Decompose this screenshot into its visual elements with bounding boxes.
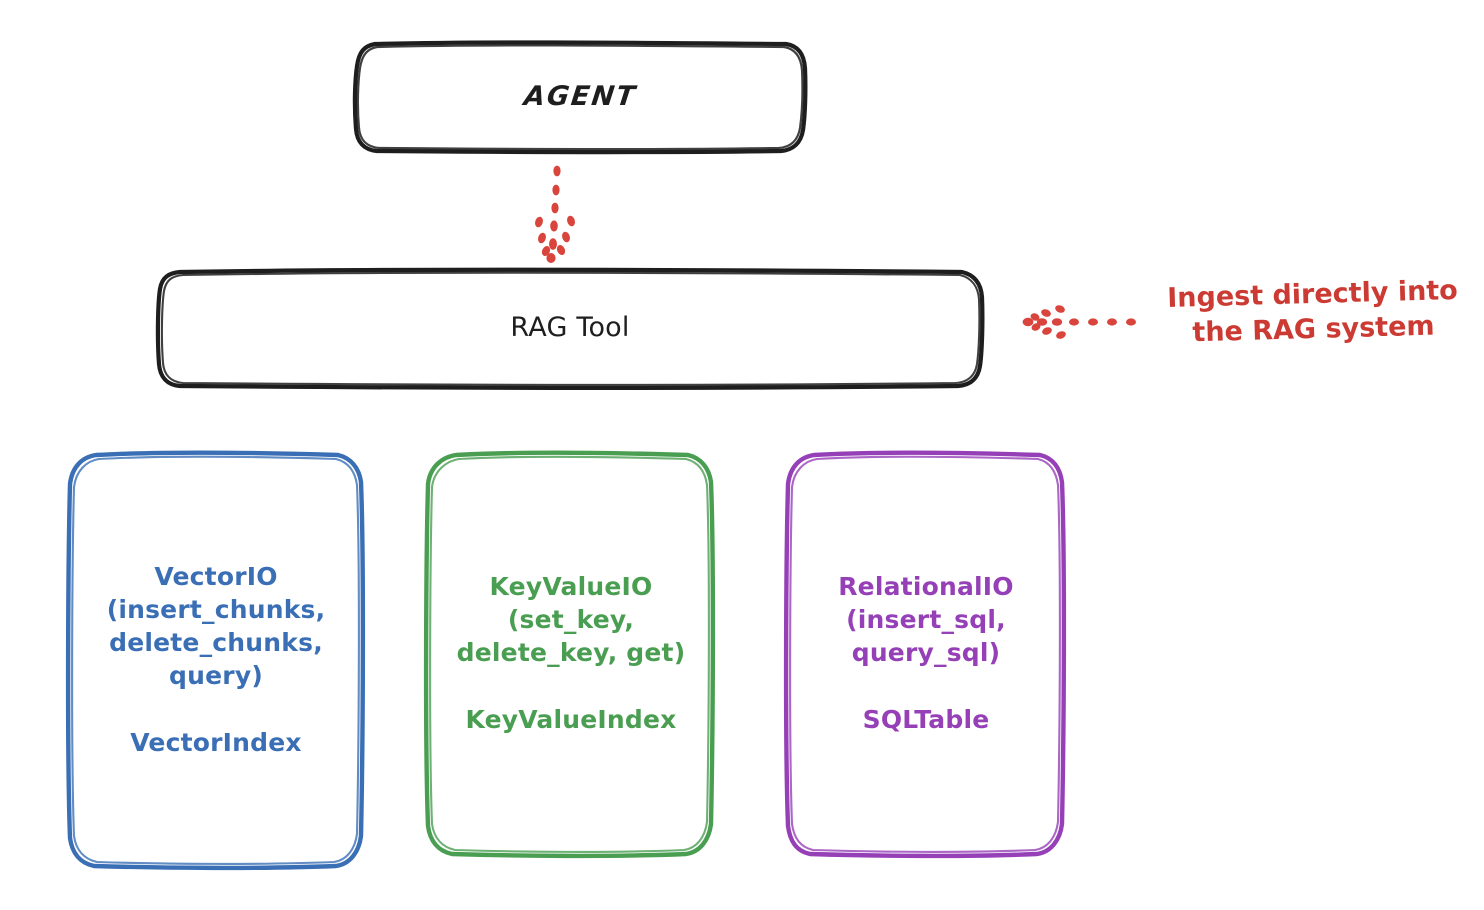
relational-io-node[interactable]: RelationalIO (insert_sql, query_sql) SQL… — [790, 450, 1062, 855]
agent-label: AGENT — [521, 80, 639, 112]
key-value-io-api-label: KeyValueIO (set_key, delete_key, get) — [456, 571, 686, 667]
ingest-annotation-text: Ingest directly into the RAG system — [1166, 274, 1459, 348]
annotation-to-rag-tool-arrow — [1022, 305, 1136, 339]
relational-io-api-label: RelationalIO (insert_sql, query_sql) — [838, 571, 1014, 667]
sql-table-label: SQLTable — [862, 704, 990, 734]
vector-io-node[interactable]: VectorIO (insert_chunks, delete_chunks, … — [70, 450, 362, 868]
vector-io-box-outline — [65, 450, 366, 871]
vector-index-label: VectorIndex — [130, 727, 302, 757]
agent-to-rag-tool-arrow — [535, 165, 575, 263]
agent-node[interactable]: AGENT — [355, 42, 805, 152]
rag-tool-label: RAG Tool — [510, 311, 630, 343]
vector-io-api-label: VectorIO (insert_chunks, delete_chunks, … — [106, 561, 326, 690]
rag-tool-node[interactable]: RAG Tool — [157, 270, 983, 386]
rag-tool-box-outline — [155, 267, 985, 390]
key-value-io-box-outline — [423, 450, 716, 859]
key-value-index-label: KeyValueIndex — [465, 704, 677, 734]
agent-box-outline — [352, 40, 808, 155]
relational-io-box-outline — [783, 450, 1067, 859]
key-value-io-node[interactable]: KeyValueIO (set_key, delete_key, get) Ke… — [430, 450, 712, 855]
